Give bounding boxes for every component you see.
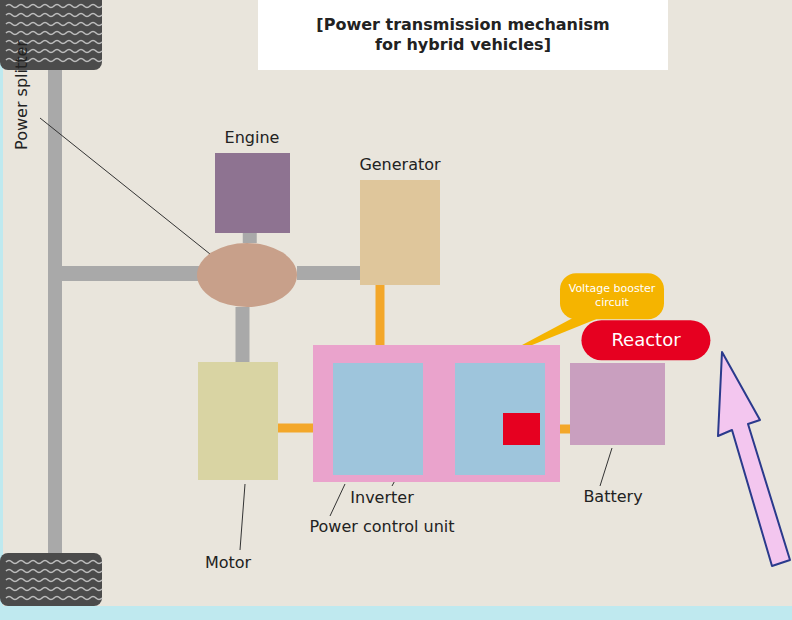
battery-box: Battery (570, 363, 665, 445)
node-label: Power splitter (12, 40, 31, 150)
drive-shaft (62, 266, 202, 281)
inverter-box: Inverter (333, 363, 423, 475)
leader-line (240, 484, 245, 550)
node-label: Engine (225, 128, 280, 147)
shaft (236, 307, 250, 362)
leader-line (40, 118, 210, 254)
bottom-band (0, 606, 792, 620)
node-label: Motor (205, 553, 251, 572)
booster-box: Voltage booster circuitReactor (455, 363, 545, 475)
tread-line (6, 579, 102, 582)
reactor-block: Reactor (503, 413, 540, 445)
node-label: Battery (583, 487, 642, 506)
power-control-unit: Power control unitInverterVoltage booste… (313, 345, 560, 482)
shaft (243, 233, 257, 243)
power-splitter: Power splitter (197, 243, 297, 307)
title-text: [Power transmission mechanism for hybrid… (303, 15, 623, 55)
tread-line (6, 588, 102, 591)
ellipse-outline (197, 243, 297, 307)
tread-line (6, 5, 102, 8)
wheel (0, 553, 102, 606)
title-box: [Power transmission mechanism for hybrid… (258, 0, 668, 70)
node-label: Voltage booster circuit (560, 273, 664, 319)
node-label: Reactor (581, 320, 710, 360)
leader-line (600, 448, 612, 486)
engine-box: Engine (215, 153, 290, 233)
node-label: Generator (359, 155, 440, 174)
axle (48, 60, 62, 560)
generator-box: Generator (360, 180, 440, 285)
tread-line (6, 597, 102, 600)
leader-line (330, 484, 345, 516)
wheel-tread (6, 5, 102, 600)
left-band (0, 0, 3, 620)
shaft (297, 266, 360, 280)
node-label: Power control unit (309, 517, 454, 536)
node-label: Inverter (350, 488, 413, 507)
pointer-arrow (718, 352, 790, 566)
tread-line (6, 32, 102, 35)
tread-line (6, 14, 102, 17)
tread-line (6, 561, 102, 564)
tread-line (6, 23, 102, 26)
motor-box: Motor (198, 362, 278, 480)
tread-line (6, 570, 102, 573)
